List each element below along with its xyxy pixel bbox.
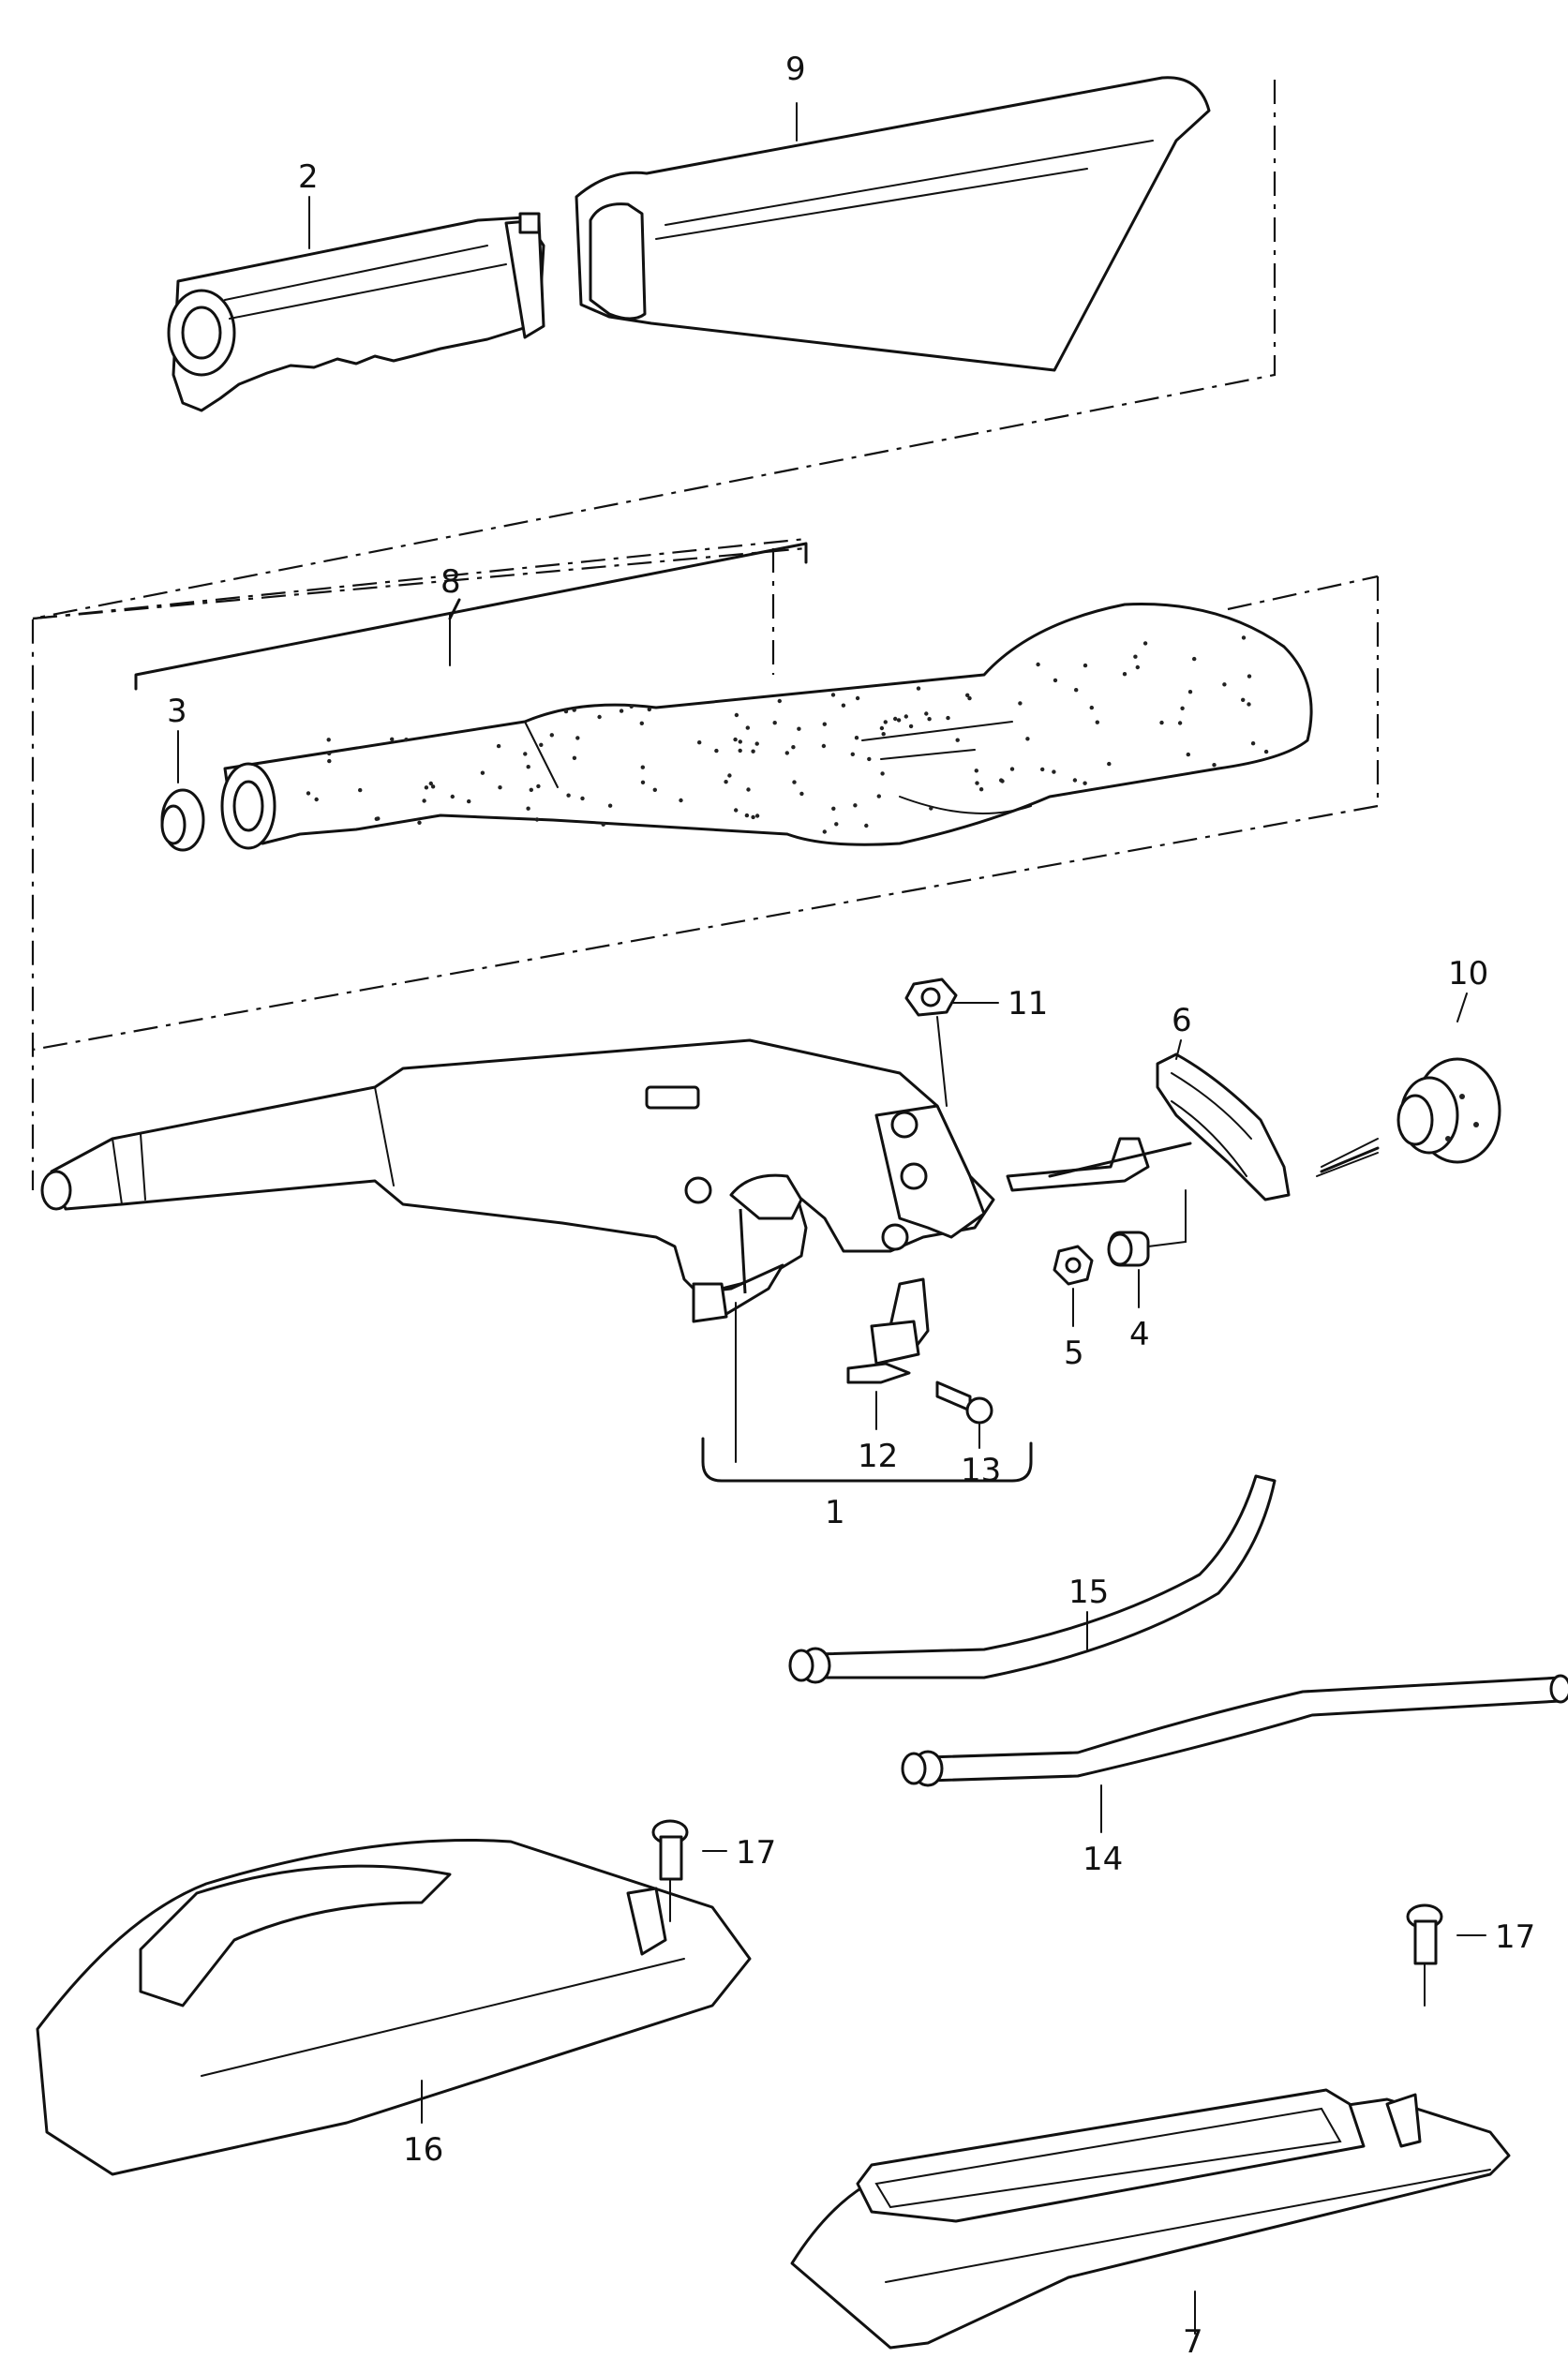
callout-2: 2 bbox=[298, 158, 319, 196]
callout-8: 8 bbox=[441, 563, 461, 601]
part-lever bbox=[40, 1038, 1150, 1323]
part-cable-15 bbox=[788, 1474, 1277, 1684]
part-compensator bbox=[1156, 1052, 1291, 1201]
part-cover-16 bbox=[36, 1838, 752, 2176]
callout-13: 13 bbox=[961, 1452, 1001, 1489]
callout-1: 1 bbox=[825, 1494, 845, 1531]
callout-6: 6 bbox=[1172, 1002, 1192, 1039]
callout-5: 5 bbox=[1064, 1335, 1084, 1372]
part-cable-14 bbox=[901, 1674, 1568, 1787]
callout-4: 4 bbox=[1129, 1316, 1150, 1353]
bracket-1 bbox=[701, 1437, 1033, 1483]
part-screw-17a bbox=[651, 1819, 689, 1881]
part-clip bbox=[846, 1277, 930, 1384]
part-grommet bbox=[160, 788, 205, 852]
callout-14: 14 bbox=[1083, 1841, 1123, 1878]
frame-upper-left bbox=[32, 546, 807, 620]
part-cover-7 bbox=[790, 2088, 1511, 2350]
callout-9: 9 bbox=[785, 51, 806, 88]
part-nut-11 bbox=[904, 978, 958, 1017]
callout-17a: 17 bbox=[736, 1834, 776, 1872]
callout-10: 10 bbox=[1448, 955, 1488, 992]
part-boot bbox=[575, 76, 1211, 372]
part-nut-5 bbox=[1053, 1245, 1094, 1286]
part-grip bbox=[167, 212, 545, 412]
perforation-texture bbox=[306, 635, 1269, 834]
part-screw-17b bbox=[1406, 1903, 1443, 1965]
part-grommet-10 bbox=[1396, 1057, 1501, 1164]
frame-upper bbox=[31, 80, 1277, 1190]
bracket-8 bbox=[134, 542, 808, 691]
callout-17b: 17 bbox=[1495, 1918, 1535, 1956]
part-handle-assembly bbox=[32, 537, 1380, 1052]
part-screw-13 bbox=[935, 1380, 993, 1425]
callout-7: 7 bbox=[1183, 2323, 1203, 2358]
part-nut-4 bbox=[1107, 1231, 1150, 1267]
part-adjuster-rod bbox=[1048, 1138, 1380, 1178]
callout-3: 3 bbox=[167, 693, 187, 730]
callout-11: 11 bbox=[1008, 985, 1048, 1022]
callout-12: 12 bbox=[858, 1438, 898, 1475]
callout-16: 16 bbox=[403, 2131, 443, 2169]
callout-15: 15 bbox=[1068, 1574, 1109, 1611]
